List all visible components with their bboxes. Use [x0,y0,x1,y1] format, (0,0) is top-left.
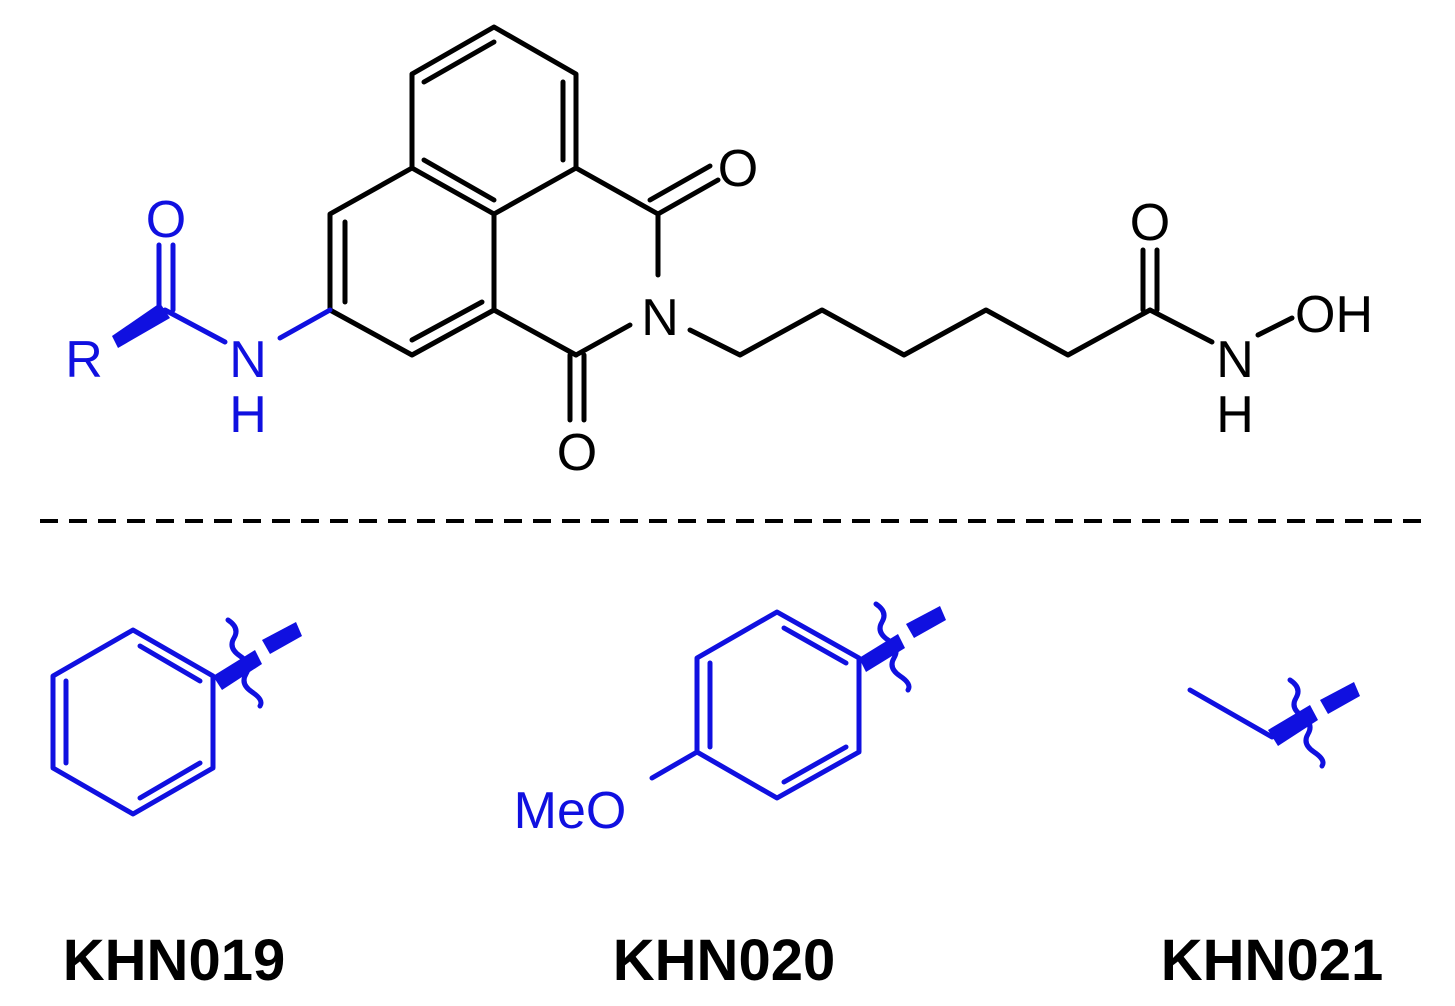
r-group: R [65,331,103,389]
substituent-khn020-methoxyphenyl: MeO [514,601,946,840]
imide-oxygen-top: O [718,140,758,198]
substituent-khn019-phenyl [50,617,302,817]
imide-oxygen-bottom: O [557,424,597,482]
label-khn021: KHN021 [1161,928,1383,993]
wedge-bond [112,303,170,348]
hydroxamic-hydrogen: H [1216,386,1254,444]
hydroxamic-oxygen: O [1130,194,1170,252]
label-khn019: KHN019 [63,928,285,993]
substituent-khn021-ethyl [1187,677,1360,769]
amide-substituent: O N H R [65,191,333,444]
amide-hydrogen: H [229,386,267,444]
methoxy-label: MeO [514,782,627,840]
amide-nitrogen: N [229,331,267,389]
hydroxamic-hydroxyl: OH [1295,286,1373,344]
imide-nitrogen: N [641,289,679,347]
core-atom-labels: O O N O N H OH [557,140,1373,482]
label-khn020: KHN020 [613,928,835,993]
hydroxamic-nitrogen: N [1216,331,1254,389]
compound-labels: KHN019 KHN020 KHN021 [63,928,1383,993]
naphthalimide-core [327,24,1295,423]
amide-oxygen: O [146,191,186,249]
